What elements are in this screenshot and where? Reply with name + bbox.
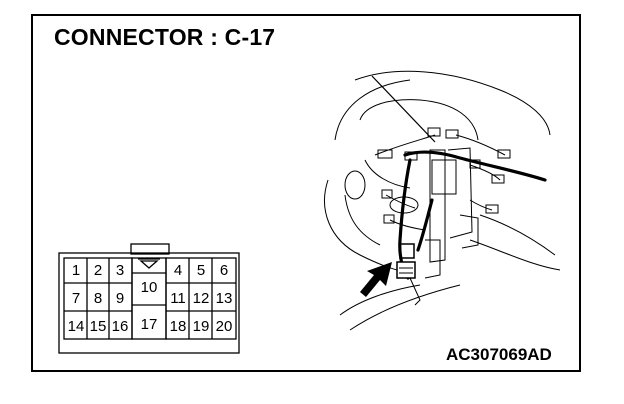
c17-connector-icon	[396, 261, 416, 279]
pin-label-14: 14	[68, 318, 85, 335]
connector-outline	[58, 252, 240, 354]
pin-label-6: 6	[220, 262, 228, 279]
connector-face	[58, 243, 240, 354]
figure-code: AC307069AD	[446, 345, 552, 364]
pointer-arrow-icon	[360, 262, 392, 297]
pin-label-7: 7	[72, 290, 80, 307]
pin-label-9: 9	[116, 290, 124, 307]
pin-label-16: 16	[112, 318, 129, 335]
key-triangle-icon	[139, 260, 159, 269]
pin-label-10: 10	[141, 279, 158, 296]
pin-label-8: 8	[94, 290, 102, 307]
wiring-harness	[398, 150, 547, 280]
pin-label-3: 3	[116, 262, 124, 279]
pin-label-1: 1	[72, 262, 80, 279]
pin-label-2: 2	[94, 262, 102, 279]
pin-label-19: 19	[193, 318, 210, 335]
center-cavity-block	[131, 257, 167, 340]
pin-label-15: 15	[90, 318, 107, 335]
pin-label-4: 4	[174, 262, 182, 279]
diagram-frame	[31, 14, 581, 372]
dashboard-illustration	[324, 70, 561, 331]
pin-label-11: 11	[170, 290, 186, 307]
pin-label-17: 17	[141, 316, 158, 333]
pin-label-12: 12	[193, 290, 210, 307]
leader-line	[371, 75, 436, 143]
pin-label-18: 18	[170, 318, 187, 335]
pin-label-5: 5	[197, 262, 205, 279]
c17-location	[360, 243, 416, 297]
connector-latch	[130, 243, 170, 255]
connector-title: CONNECTOR : C-17	[54, 24, 276, 50]
pin-label-20: 20	[216, 318, 233, 335]
pin-label-13: 13	[216, 290, 233, 307]
